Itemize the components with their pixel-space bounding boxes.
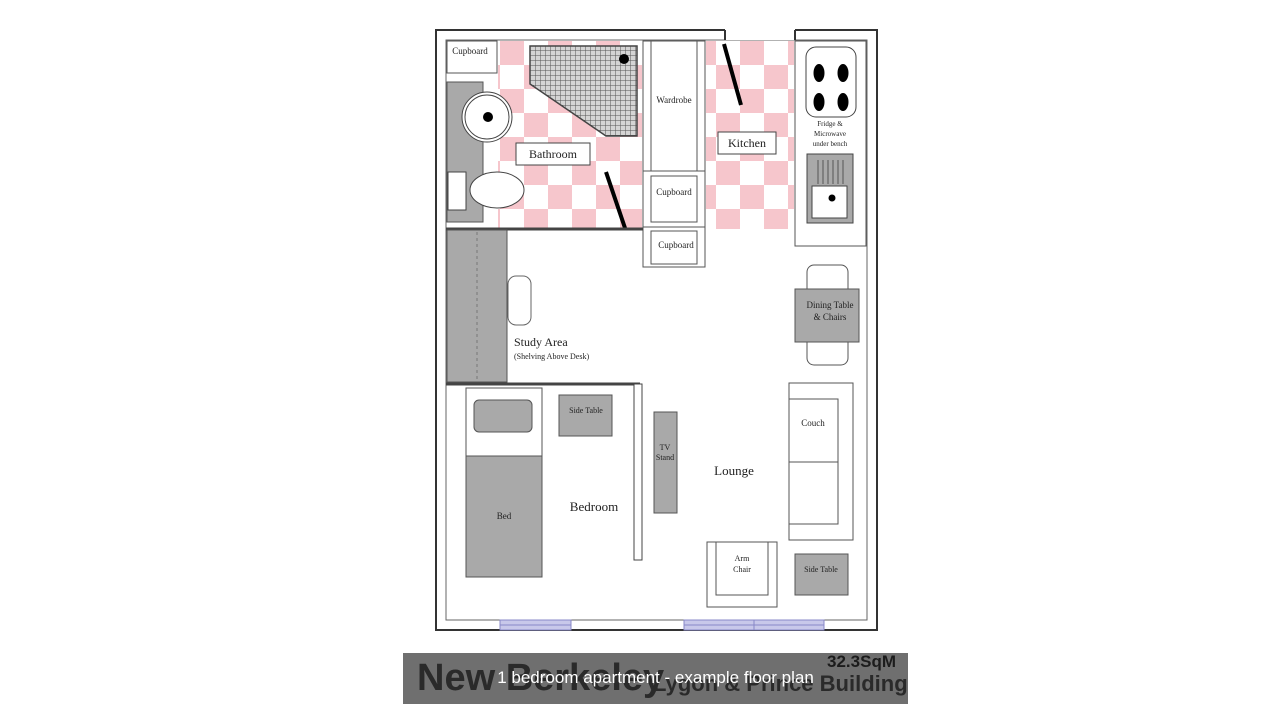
wardrobe: Wardrobe [642, 40, 706, 172]
caption-bar: New Berkeley Lygon & Prince Building 32.… [403, 653, 908, 704]
svg-text:Couch: Couch [801, 418, 825, 428]
fridge-microwave-note: Fridge & Microwave under bench [813, 120, 848, 148]
toilet [447, 171, 525, 211]
svg-text:Arm: Arm [735, 554, 750, 563]
floor-area: 32.3SqM [827, 653, 896, 671]
cooktop [805, 46, 857, 118]
svg-text:Dining Table: Dining Table [807, 300, 854, 310]
tv-stand: TV Stand [653, 411, 678, 514]
bedroom-partition [633, 383, 643, 561]
building-subtitle: Lygon & Prince Building [653, 671, 908, 696]
svg-text:Cupboard: Cupboard [452, 46, 488, 56]
svg-text:Stand: Stand [656, 453, 674, 462]
svg-text:Chair: Chair [733, 565, 751, 574]
basin [461, 91, 513, 143]
svg-text:Cupboard: Cupboard [658, 240, 694, 250]
cupboard-mid: Cupboard [642, 170, 706, 228]
svg-text:Kitchen: Kitchen [728, 136, 766, 150]
study-label: Study Area (Shelving Above Desk) [514, 335, 589, 361]
svg-text:Microwave: Microwave [814, 130, 846, 138]
couch: Couch [788, 382, 854, 541]
arm-chair: Arm Chair [706, 541, 778, 608]
bathroom-door [604, 171, 627, 229]
cupboard-low: Cupboard [642, 226, 706, 268]
svg-text:Side Table: Side Table [804, 565, 838, 574]
lounge-label: Lounge [714, 463, 754, 478]
bathroom-label: Bathroom [515, 142, 591, 166]
svg-text:Cupboard: Cupboard [656, 187, 692, 197]
svg-text:Bed: Bed [497, 511, 512, 521]
study-chair [507, 275, 532, 326]
svg-text:under bench: under bench [813, 140, 848, 148]
image-caption: 1 bedroom apartment - example floor plan [497, 668, 814, 687]
dining-table: Dining Table & Chairs [794, 264, 860, 366]
cupboard-top: Cupboard [446, 40, 498, 74]
kitchen-door [722, 43, 743, 106]
svg-text:Wardrobe: Wardrobe [656, 95, 691, 105]
study-desk [446, 229, 508, 383]
svg-text:Study Area: Study Area [514, 335, 568, 349]
kitchen-sink [806, 153, 854, 224]
shower [529, 45, 638, 137]
svg-text:Side Table: Side Table [569, 406, 603, 415]
svg-text:TV: TV [660, 443, 671, 452]
bed: Bed [465, 387, 543, 578]
svg-text:Bathroom: Bathroom [529, 147, 578, 161]
building-name: New Berkeley [417, 657, 665, 699]
bedroom-label: Bedroom [570, 499, 618, 514]
side-table-bedroom: Side Table [558, 394, 613, 437]
svg-text:(Shelving Above Desk): (Shelving Above Desk) [514, 352, 589, 361]
side-table-lounge: Side Table [794, 553, 849, 596]
svg-text:& Chairs: & Chairs [814, 312, 847, 322]
svg-text:Fridge &: Fridge & [817, 120, 843, 128]
window-left [499, 619, 572, 631]
kitchen-label: Kitchen [717, 131, 777, 155]
window-right [683, 619, 825, 631]
